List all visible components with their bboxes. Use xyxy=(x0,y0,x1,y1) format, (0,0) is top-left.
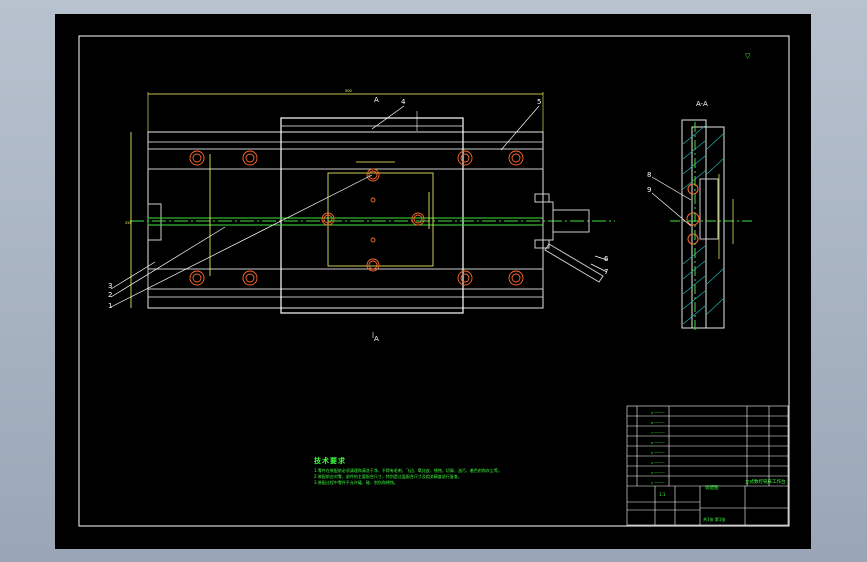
balloon-7: 7 xyxy=(604,268,609,276)
leader-lines xyxy=(110,105,608,308)
drawing-canvas: 500 250 xyxy=(78,35,790,527)
base-body xyxy=(147,131,544,309)
drawing-frame xyxy=(78,35,790,527)
tech-line-3: 3.装配过程中零件不允许磕、碰、划伤和锈蚀。 xyxy=(314,480,398,485)
balloon-1: 1 xyxy=(108,302,113,310)
svg-text:4 ──────: 4 ────── xyxy=(651,461,665,465)
svg-text:250: 250 xyxy=(125,221,132,225)
roughness-note: ▽ xyxy=(745,52,751,60)
balloon-4: 4 xyxy=(401,98,406,106)
svg-text:7 ──────: 7 ────── xyxy=(651,431,665,435)
balloon-2: 2 xyxy=(108,291,113,299)
sheet-count: 共1张 第1张 xyxy=(703,517,726,522)
guide-rail-top xyxy=(147,148,544,170)
section-marker-top: A xyxy=(374,96,379,104)
svg-text:2 ──────: 2 ────── xyxy=(651,481,665,485)
balloon-6: 6 xyxy=(604,255,609,263)
tech-line-2: 2.装配前应对零、部件的主要配合尺寸，特别是过盈配合尺寸及相关精度进行复查。 xyxy=(314,474,462,479)
lever xyxy=(544,243,604,283)
tech-line-1: 1.零件在装配前必须清理和清洗干净，不得有毛刺、飞边、氧化皮、锈蚀、切屑、油污、… xyxy=(314,468,502,473)
guide-rail-bottom xyxy=(147,268,544,290)
section-view xyxy=(651,119,755,332)
svg-text:8 ──────: 8 ────── xyxy=(651,421,665,425)
balloon-5: 5 xyxy=(537,98,542,106)
svg-text:6 ──────: 6 ────── xyxy=(651,441,665,445)
section-view-label: A-A xyxy=(696,100,708,108)
scale-value: 1:1 xyxy=(659,492,666,497)
drawing-sheet: 500 250 xyxy=(55,14,811,549)
shaft-end xyxy=(552,209,590,233)
tech-requirements: 技术要求 1.零件在装配前必须清理和清洗干净，不得有毛刺、飞边、氧化皮、锈蚀、切… xyxy=(314,456,604,486)
balloon-3: 3 xyxy=(108,282,113,290)
bom-entries: 9 ────── 8 ────── 7 ────── 6 ────── 5 ──… xyxy=(651,411,665,485)
svg-text:3 ──────: 3 ────── xyxy=(651,471,665,475)
part-name: 立式数控铣床工作台 xyxy=(745,480,786,485)
section-body xyxy=(681,119,707,329)
section-marker-bottom: A xyxy=(374,335,379,343)
tech-title: 技术要求 xyxy=(314,457,346,465)
title-block xyxy=(626,405,789,526)
balloon-9: 9 xyxy=(647,186,652,194)
main-view: 500 250 xyxy=(110,89,615,338)
section-hatch xyxy=(682,125,724,325)
balloon-8: 8 xyxy=(647,171,652,179)
drawing-name: 装配图 xyxy=(705,486,719,491)
svg-text:9 ──────: 9 ────── xyxy=(651,411,665,415)
svg-text:5 ──────: 5 ────── xyxy=(651,451,665,455)
mounting-holes xyxy=(189,150,524,286)
worktable xyxy=(280,117,464,314)
svg-text:500: 500 xyxy=(345,89,352,93)
